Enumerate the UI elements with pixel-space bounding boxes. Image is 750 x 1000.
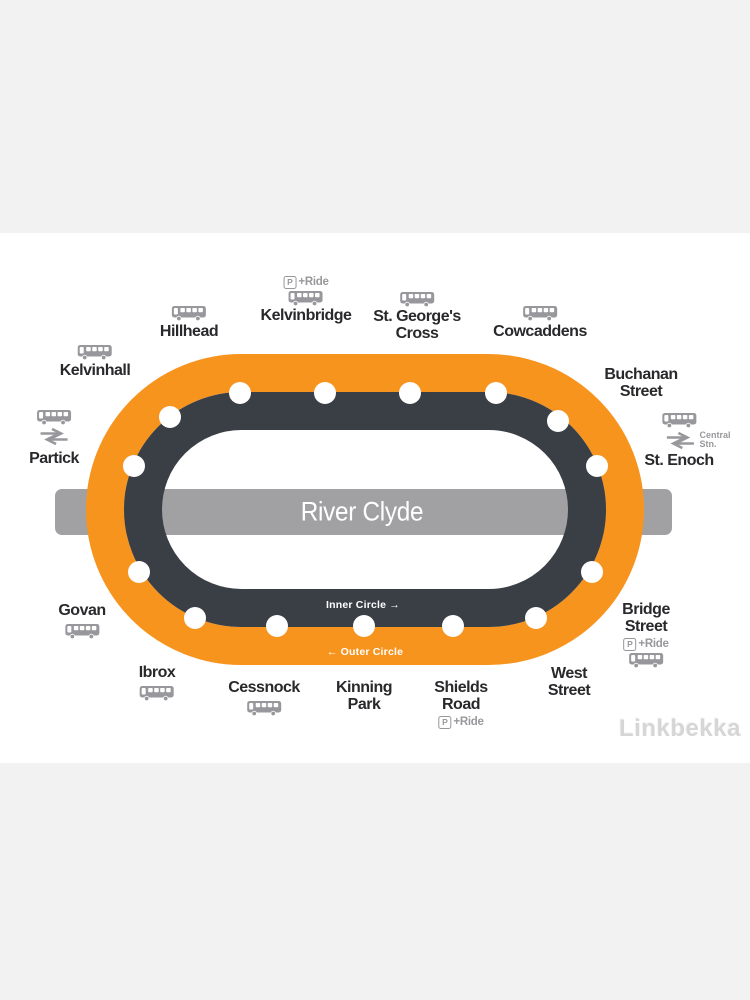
- bus-icon: [288, 290, 324, 306]
- station-st-georges-cross: St. George's Cross: [373, 291, 461, 342]
- park-and-ride-icon: P +Ride: [623, 637, 669, 651]
- station-dot-govan: [128, 561, 150, 583]
- station-kelvinhall: Kelvinhall: [60, 344, 131, 380]
- rail-interchange: Central Stn.: [665, 431, 731, 449]
- station-label: Cross: [395, 324, 439, 342]
- station-cowcaddens: Cowcaddens: [493, 305, 587, 341]
- station-dot-kinning-park: [353, 615, 375, 637]
- central-station-note: Central Stn.: [699, 431, 730, 449]
- national-rail-icon: [665, 432, 695, 449]
- station-label: Ibrox: [138, 664, 176, 681]
- ride-label: +Ride: [453, 716, 484, 728]
- central-station-note-line: Central: [699, 430, 731, 440]
- bus-icon: [661, 412, 697, 428]
- station-dot-hillhead: [229, 382, 251, 404]
- station-bridge-street: Bridge Street P +Ride: [622, 601, 670, 668]
- ride-label: +Ride: [638, 638, 669, 650]
- station-label: Kelvinbridge: [260, 307, 352, 324]
- central-station-note-line: Stn.: [699, 439, 717, 449]
- background-band-top: [0, 0, 750, 233]
- station-dot-st-georges-cross: [399, 382, 421, 404]
- station-govan: Govan: [58, 602, 106, 639]
- river-clyde-label: River Clyde: [300, 496, 424, 527]
- station-buchanan-street: Buchanan Street: [604, 366, 678, 400]
- station-dot-st-enoch: [586, 455, 608, 477]
- station-dots: [123, 382, 608, 637]
- parking-icon: P: [623, 637, 637, 651]
- parking-icon: P: [438, 715, 452, 729]
- station-label: St. Enoch: [644, 452, 714, 469]
- station-dot-shields-road: [442, 615, 464, 637]
- station-label: Buchanan: [604, 366, 678, 383]
- station-shields-road: Shields Road P +Ride: [434, 679, 488, 729]
- parking-icon: P: [283, 275, 297, 289]
- station-label: Kelvinhall: [59, 362, 131, 379]
- station-dot-cessnock: [266, 615, 288, 637]
- ride-label: +Ride: [298, 276, 329, 288]
- background-band-bottom: [0, 763, 750, 1000]
- bus-icon: [399, 291, 435, 307]
- bus-icon: [522, 305, 558, 321]
- station-dot-west-street: [525, 607, 547, 629]
- station-cessnock: Cessnock: [228, 679, 300, 716]
- station-label: Kinning: [335, 679, 393, 696]
- river-clyde-band: [55, 489, 672, 535]
- station-label: Cowcaddens: [493, 323, 587, 340]
- station-label: Street: [547, 681, 591, 699]
- bus-icon: [246, 700, 282, 716]
- station-ibrox: Ibrox: [138, 664, 176, 701]
- subway-ring-graphic: [55, 354, 672, 665]
- station-kelvinbridge: P +Ride Kelvinbridge: [260, 275, 352, 325]
- park-and-ride-icon: P +Ride: [283, 275, 329, 289]
- station-dot-ibrox: [184, 607, 206, 629]
- station-dot-buchanan-street: [547, 410, 569, 432]
- watermark: Linkbekka: [619, 715, 741, 742]
- bus-icon: [36, 409, 72, 425]
- station-label: Cessnock: [228, 679, 300, 696]
- station-dot-bridge-street: [581, 561, 603, 583]
- station-label: Shields: [434, 679, 488, 696]
- bus-icon: [628, 652, 664, 668]
- station-west-street: West Street: [547, 665, 591, 699]
- station-st-enoch: Central Stn. St. Enoch: [644, 412, 731, 470]
- bus-icon: [171, 305, 207, 321]
- subway-map-canvas: River Clyde Inner Circle → ← Outer Circl…: [0, 233, 750, 763]
- station-partick: Partick: [29, 409, 79, 468]
- station-dot-kelvinbridge: [314, 382, 336, 404]
- bus-icon: [77, 344, 113, 360]
- station-label: Govan: [58, 602, 106, 619]
- bus-icon: [64, 623, 100, 639]
- outer-circle-label: ← Outer Circle: [326, 646, 404, 658]
- inner-circle-label: Inner Circle →: [326, 599, 400, 611]
- station-label: West: [551, 665, 587, 682]
- station-label: Road: [442, 695, 481, 713]
- station-kinning-park: Kinning Park: [335, 679, 393, 713]
- outer-circle-line: [86, 354, 644, 665]
- station-label: Street: [619, 382, 663, 400]
- station-label: Hillhead: [159, 323, 219, 340]
- station-hillhead: Hillhead: [159, 305, 219, 341]
- station-label: St. George's: [373, 308, 461, 325]
- station-label: Street: [624, 617, 668, 635]
- station-label: Bridge: [622, 601, 670, 618]
- station-dot-cowcaddens: [485, 382, 507, 404]
- station-dot-kelvinhall: [159, 406, 181, 428]
- station-label: Park: [347, 695, 381, 713]
- bus-icon: [139, 685, 175, 701]
- national-rail-icon: [39, 428, 69, 445]
- inner-circle-line: [124, 392, 606, 627]
- station-dot-partick: [123, 455, 145, 477]
- park-and-ride-icon: P +Ride: [438, 715, 484, 729]
- station-label: Partick: [29, 450, 79, 467]
